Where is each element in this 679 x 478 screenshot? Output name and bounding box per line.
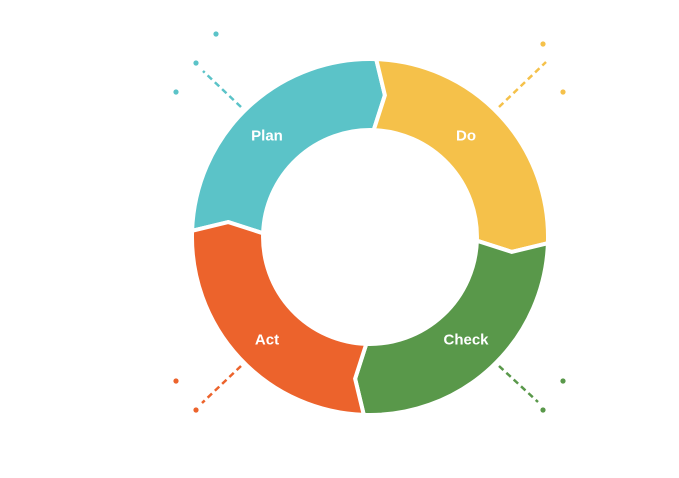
segment-do bbox=[370, 57, 550, 254]
segment-plan bbox=[190, 57, 387, 237]
dot-plan bbox=[213, 31, 219, 37]
dot-check bbox=[540, 407, 546, 413]
segment-label-act: Act bbox=[254, 331, 280, 349]
dashed-line-do bbox=[498, 61, 547, 108]
segment-check bbox=[353, 237, 550, 417]
segment-act bbox=[190, 220, 370, 417]
dot-do bbox=[540, 41, 546, 47]
dot-act bbox=[193, 407, 199, 413]
dot-plan bbox=[173, 89, 179, 95]
segment-label-check: Check bbox=[443, 331, 489, 349]
dashed-line-check bbox=[498, 365, 539, 403]
dashed-line-act bbox=[201, 365, 242, 404]
segment-label-plan: Plan bbox=[251, 127, 283, 145]
dot-do bbox=[560, 89, 566, 95]
dot-check bbox=[560, 378, 566, 384]
segment-label-do: Do bbox=[456, 127, 476, 145]
dot-plan bbox=[193, 60, 199, 66]
dashed-line-plan bbox=[202, 70, 242, 108]
dot-act bbox=[173, 378, 179, 384]
